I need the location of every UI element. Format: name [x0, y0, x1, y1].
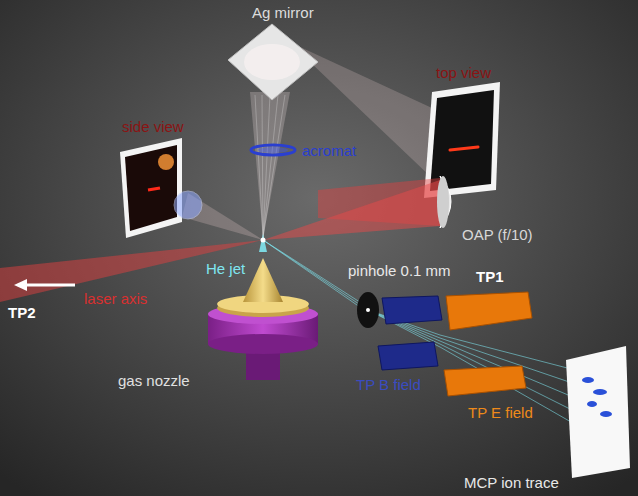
- gas-nozzle-body: [208, 334, 318, 354]
- part-label: OAP (f/10): [462, 226, 533, 243]
- magnet-pole: [378, 342, 438, 370]
- plasma-streak: [148, 188, 160, 190]
- electrode-plate: [446, 292, 532, 330]
- pinhole: [366, 308, 370, 312]
- part-label: TP E field: [468, 404, 533, 421]
- view-label: side view: [122, 118, 184, 135]
- laser-direction-arrow: [24, 284, 75, 287]
- detector-label: TP2: [8, 304, 36, 321]
- part-label: gas nozzle: [118, 372, 190, 389]
- nozzle-cone: [243, 258, 283, 302]
- magnet-pole: [382, 296, 442, 324]
- arrowhead: [14, 279, 27, 291]
- oap-mirror: [437, 176, 449, 228]
- mcp-screen: [566, 346, 630, 478]
- plasma-glow: [158, 154, 174, 170]
- beam-label: laser axis: [84, 290, 147, 307]
- part-label: acromat: [302, 142, 356, 159]
- plasma-streak: [450, 147, 478, 150]
- detector-label: TP1: [476, 268, 504, 285]
- part-label: MCP ion trace: [464, 474, 559, 491]
- he-jet: [259, 234, 267, 252]
- pinhole-plate: [357, 292, 379, 328]
- ag-mirror: [228, 24, 318, 100]
- focus-point: [261, 238, 266, 243]
- acromat-lens: [251, 145, 295, 155]
- part-label: He jet: [206, 260, 245, 277]
- ion-traces: [582, 377, 612, 417]
- acromat-lens: [258, 147, 288, 153]
- imaging-cone: [250, 92, 290, 238]
- view-label: top view: [436, 64, 491, 81]
- side-view-image: [125, 145, 177, 231]
- part-label: TP B field: [356, 376, 421, 393]
- side-view-panel: [120, 138, 182, 238]
- part-label: pinhole 0.1 mm: [348, 262, 451, 279]
- part-label: Ag mirror: [252, 4, 314, 21]
- laser-focus-cone: [263, 180, 440, 240]
- electrode-plate: [444, 366, 526, 396]
- side-view-lens: [174, 191, 202, 219]
- mirror-spot: [244, 44, 300, 80]
- rays: [255, 95, 285, 238]
- top-view-image: [430, 90, 494, 191]
